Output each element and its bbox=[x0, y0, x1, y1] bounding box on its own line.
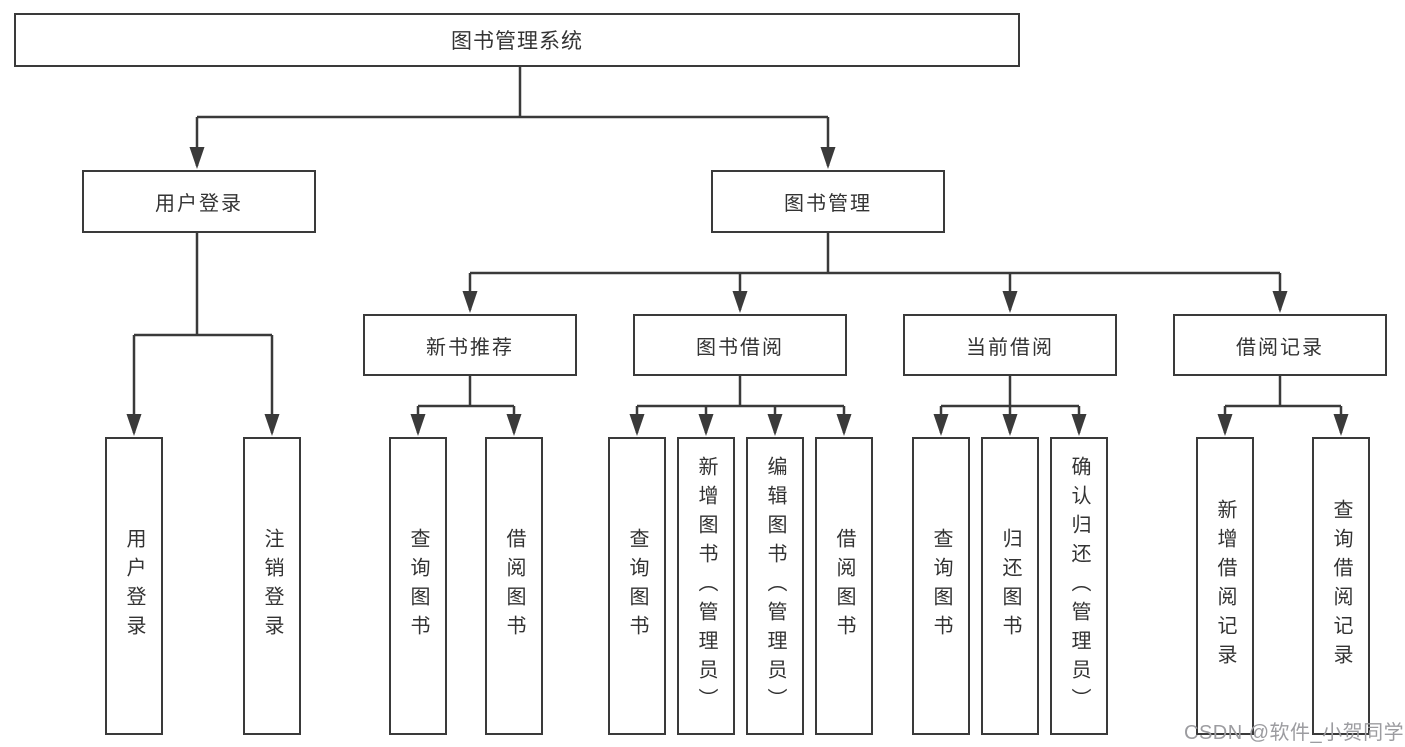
arrowhead bbox=[1002, 414, 1018, 436]
connector-bookmgmt-to-level3 bbox=[462, 233, 1288, 313]
node-logout: 注销登录 bbox=[243, 437, 301, 735]
node-user-login-leaf: 用户登录 bbox=[105, 437, 163, 735]
arrowhead bbox=[836, 414, 852, 436]
arrowhead bbox=[264, 414, 280, 436]
arrowhead bbox=[767, 414, 783, 436]
connector-root-to-level2 bbox=[189, 67, 836, 169]
node-new-book-recommendation: 新书推荐 bbox=[363, 314, 577, 376]
node-borrowing-records: 借阅记录 bbox=[1173, 314, 1387, 376]
arrowhead bbox=[698, 414, 714, 436]
csdn-watermark: CSDN @软件_小贺同学 bbox=[1184, 722, 1405, 744]
node-borrow-books-2: 借阅图书 bbox=[815, 437, 873, 735]
arrowhead bbox=[410, 414, 426, 436]
arrowhead bbox=[629, 414, 645, 436]
node-query-books-1: 查询图书 bbox=[389, 437, 447, 735]
arrowhead bbox=[1071, 414, 1087, 436]
arrowhead bbox=[189, 147, 205, 169]
node-query-borrowing-record: 查询借阅记录 bbox=[1312, 437, 1370, 735]
node-query-books-3: 查询图书 bbox=[912, 437, 970, 735]
arrowhead bbox=[1002, 291, 1018, 313]
connector-currentborrowing-to-leaves bbox=[933, 376, 1087, 436]
connector-newbooks-to-leaves bbox=[410, 376, 522, 436]
connector-userlogin-to-leaves bbox=[126, 233, 280, 436]
arrowhead bbox=[933, 414, 949, 436]
node-confirm-return-admin: 确认归还（管理员） bbox=[1050, 437, 1108, 735]
node-user-login: 用户登录 bbox=[82, 170, 316, 233]
node-edit-book-admin: 编辑图书（管理员） bbox=[746, 437, 804, 735]
connector-borrowingrecords-to-leaves bbox=[1217, 376, 1349, 436]
node-return-books: 归还图书 bbox=[981, 437, 1039, 735]
node-book-borrowing: 图书借阅 bbox=[633, 314, 847, 376]
node-book-management: 图书管理 bbox=[711, 170, 945, 233]
arrowhead bbox=[1217, 414, 1233, 436]
arrowhead bbox=[126, 414, 142, 436]
node-borrow-books-1: 借阅图书 bbox=[485, 437, 543, 735]
arrowhead bbox=[732, 291, 748, 313]
node-add-book-admin: 新增图书（管理员） bbox=[677, 437, 735, 735]
node-current-borrowing: 当前借阅 bbox=[903, 314, 1117, 376]
arrowhead bbox=[1333, 414, 1349, 436]
arrowhead bbox=[506, 414, 522, 436]
arrowhead bbox=[462, 291, 478, 313]
arrowhead bbox=[820, 147, 836, 169]
node-library-management-system: 图书管理系统 bbox=[14, 13, 1020, 67]
connector-bookborrowing-to-leaves bbox=[629, 376, 852, 436]
node-add-borrowing-record: 新增借阅记录 bbox=[1196, 437, 1254, 735]
node-query-books-2: 查询图书 bbox=[608, 437, 666, 735]
arrowhead bbox=[1272, 291, 1288, 313]
